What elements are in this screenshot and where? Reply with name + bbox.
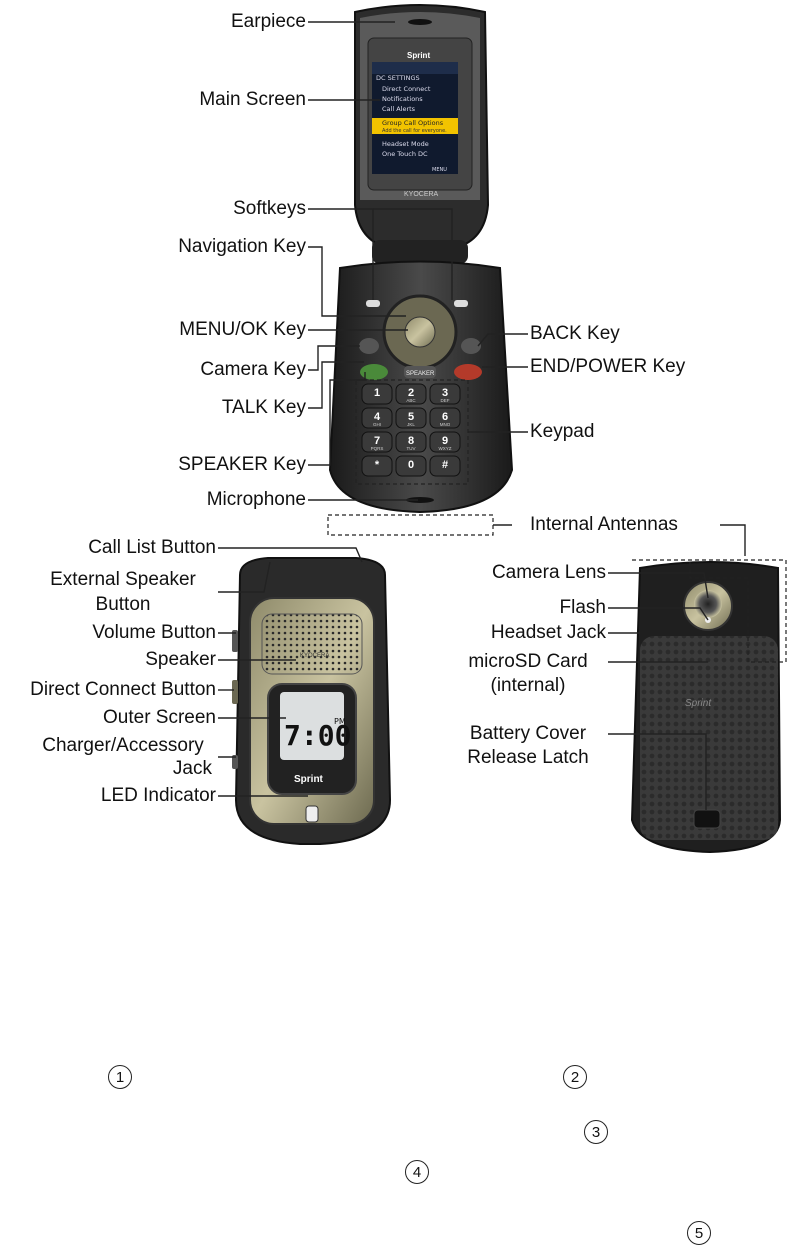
screen-item-2: Notifications (382, 95, 423, 103)
lid-maker: KYOCERA (404, 191, 439, 198)
closed-phone: 7:00 PM Sprint KYOCERA (232, 558, 390, 844)
screen-softkey-right: MENU (432, 167, 447, 173)
label-microsd-1: microSD Card (450, 651, 606, 673)
marker-1: 1 (108, 1065, 132, 1089)
label-internal-antennas: Internal Antennas (530, 514, 678, 536)
marker-4: 4 (405, 1160, 429, 1184)
label-earpiece: Earpiece (120, 11, 306, 33)
keypad-key-digit: * (375, 459, 380, 471)
keypad-key-letters: TUV (407, 446, 416, 451)
label-softkeys: Softkeys (120, 198, 306, 220)
keypad-key-letters: PQRS (371, 446, 384, 451)
label-talk-key: TALK Key (100, 397, 306, 419)
outer-ampm: PM (334, 717, 346, 726)
label-external-speaker-button-2: Button (30, 594, 216, 616)
keypad-key-letters: ABC (406, 398, 416, 403)
label-call-list-button: Call List Button (0, 537, 216, 559)
screen-item-4: Group Call Options (382, 119, 444, 127)
label-flash: Flash (420, 597, 606, 619)
label-menu-ok-key: MENU/OK Key (100, 319, 306, 341)
label-keypad: Keypad (530, 421, 594, 443)
outer-maker: KYOCERA (300, 653, 329, 659)
marker-5: 5 (687, 1221, 711, 1245)
label-battery-cover-2: Release Latch (450, 747, 606, 769)
screen-item-6: One Touch DC (382, 150, 428, 158)
menu-ok-key (405, 317, 435, 347)
label-microsd-2: (internal) (450, 675, 606, 697)
label-end-power-key: END/POWER Key (530, 356, 685, 378)
label-speaker-key: SPEAKER Key (100, 454, 306, 476)
label-navigation-key: Navigation Key (100, 236, 306, 258)
marker-2: 2 (563, 1065, 587, 1089)
back-brand: Sprint (685, 698, 712, 709)
outer-brand: Sprint (294, 774, 324, 785)
keypad-key-digit: # (442, 459, 448, 471)
label-camera-key: Camera Key (100, 359, 306, 381)
keypad-key-letters: GHI (373, 422, 381, 427)
screen-item-4-sub: Add the call for everyone. (382, 128, 447, 134)
label-headset-jack: Headset Jack (420, 622, 606, 644)
label-battery-cover-1: Battery Cover (450, 723, 606, 745)
keypad-key-digit: 0 (408, 459, 414, 471)
lid-brand: Sprint (407, 51, 430, 60)
speaker-key-text: SPEAKER (406, 371, 435, 377)
keypad-key-letters: DEF (441, 398, 450, 403)
open-phone: DC SETTINGS Direct Connect Notifications… (328, 5, 512, 535)
label-back-key: BACK Key (530, 323, 620, 345)
label-direct-connect-button: Direct Connect Button (0, 679, 216, 701)
screen-item-1: Direct Connect (382, 85, 431, 93)
keypad-key-letters: MNO (440, 422, 451, 427)
marker-3: 3 (584, 1120, 608, 1144)
label-outer-screen: Outer Screen (0, 707, 216, 729)
screen-header: DC SETTINGS (376, 74, 420, 82)
label-speaker: Speaker (0, 649, 216, 671)
screen-item-5: Headset Mode (382, 140, 429, 148)
label-camera-lens: Camera Lens (420, 562, 606, 584)
label-charger-jack-2: Jack (0, 758, 212, 780)
keypad-key-letters: WXYZ (439, 446, 452, 451)
keypad-key-letters: JKL (407, 422, 415, 427)
label-charger-jack-1: Charger/Accessory (30, 735, 216, 757)
label-external-speaker-button-1: External Speaker (30, 569, 216, 591)
back-phone: Sprint (632, 560, 786, 852)
label-led-indicator: LED Indicator (0, 785, 216, 807)
earpiece-slot (408, 19, 432, 25)
label-microphone: Microphone (100, 489, 306, 511)
label-main-screen: Main Screen (120, 89, 306, 111)
screen-item-3: Call Alerts (382, 105, 416, 113)
label-volume-button: Volume Button (0, 622, 216, 644)
keypad-key-digit: 1 (374, 387, 380, 399)
